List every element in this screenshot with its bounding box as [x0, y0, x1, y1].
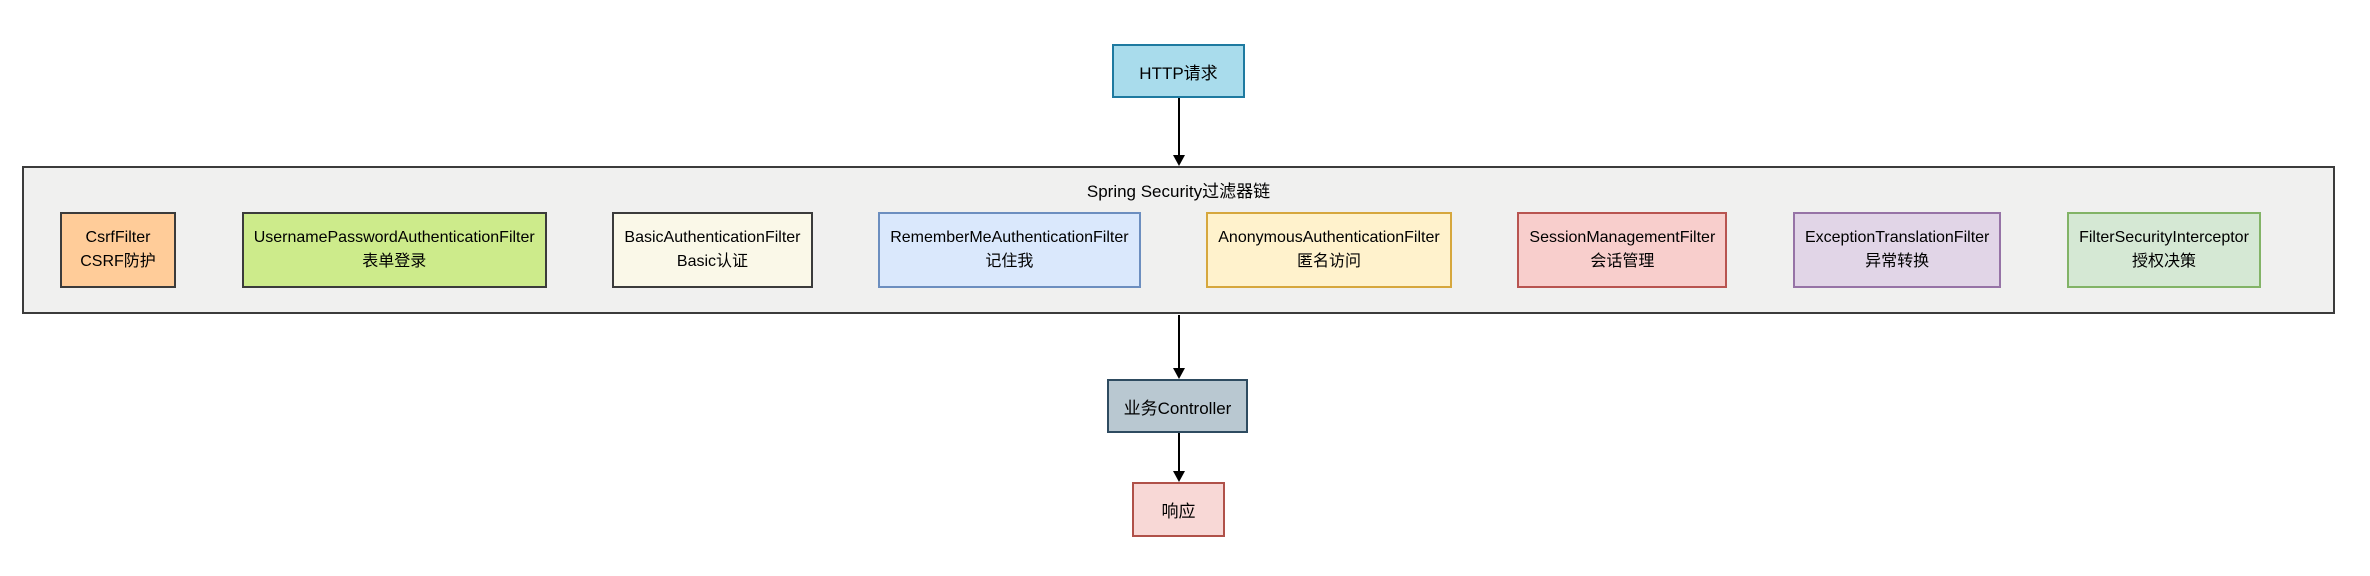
filter-chain-title: Spring Security过滤器链 — [1086, 182, 1271, 201]
response-node: 响应 — [1132, 482, 1225, 537]
filter-class-name: FilterSecurityInterceptor — [2079, 229, 2249, 246]
filter-class-name: BasicAuthenticationFilter — [624, 229, 801, 246]
filter-box-session-management: SessionManagementFilter 会话管理 — [1517, 212, 1728, 288]
arrow-head-icon — [1172, 368, 1185, 379]
filter-class-name: AnonymousAuthenticationFilter — [1218, 229, 1440, 246]
filter-description: 会话管理 — [1590, 253, 1655, 270]
filter-class-name: ExceptionTranslationFilter — [1804, 229, 1990, 246]
filter-description: CSRF防护 — [80, 253, 156, 270]
filter-class-name: UsernamePasswordAuthenticationFilter — [253, 229, 535, 246]
business-controller-node: 业务Controller — [1107, 379, 1248, 433]
arrow-request-to-chain — [1172, 98, 1185, 166]
filter-box-filter-security-interceptor: FilterSecurityInterceptor 授权决策 — [2067, 212, 2261, 288]
http-request-label: HTTP请求 — [1139, 63, 1218, 83]
filter-box-username-password: UsernamePasswordAuthenticationFilter 表单登… — [241, 212, 547, 288]
filter-box-anonymous: AnonymousAuthenticationFilter 匿名访问 — [1206, 212, 1452, 288]
arrow-controller-to-response — [1172, 433, 1185, 482]
filter-box-basic-auth: BasicAuthenticationFilter Basic认证 — [612, 212, 813, 288]
filter-box-csrf: CsrfFilter CSRF防护 — [60, 212, 176, 288]
arrow-head-icon — [1172, 155, 1185, 166]
filter-class-name: RememberMeAuthenticationFilter — [890, 229, 1129, 246]
filter-description: 匿名访问 — [1296, 253, 1361, 270]
arrow-shaft — [1177, 315, 1180, 372]
filter-description: 授权决策 — [2131, 253, 2196, 270]
filter-description: 异常转换 — [1865, 253, 1930, 270]
filter-row: CsrfFilter CSRF防护 UsernamePasswordAuthen… — [60, 212, 2261, 288]
filter-class-name: CsrfFilter — [85, 229, 151, 246]
business-controller-label: 业务Controller — [1123, 398, 1232, 418]
arrow-head-icon — [1172, 471, 1185, 482]
http-request-node: HTTP请求 — [1112, 44, 1245, 98]
arrow-chain-to-controller — [1172, 315, 1185, 379]
filter-box-exception-translation: ExceptionTranslationFilter 异常转换 — [1792, 212, 2002, 288]
filter-box-remember-me: RememberMeAuthenticationFilter 记住我 — [878, 212, 1141, 288]
filter-chain-container: Spring Security过滤器链 CsrfFilter CSRF防护 Us… — [22, 166, 2335, 314]
filter-description: Basic认证 — [676, 253, 749, 270]
filter-description: 记住我 — [985, 253, 1034, 270]
arrow-shaft — [1177, 433, 1180, 475]
filter-class-name: SessionManagementFilter — [1529, 229, 1716, 246]
filter-description: 表单登录 — [362, 253, 427, 270]
arrow-shaft — [1177, 98, 1180, 159]
response-label: 响应 — [1161, 502, 1196, 521]
